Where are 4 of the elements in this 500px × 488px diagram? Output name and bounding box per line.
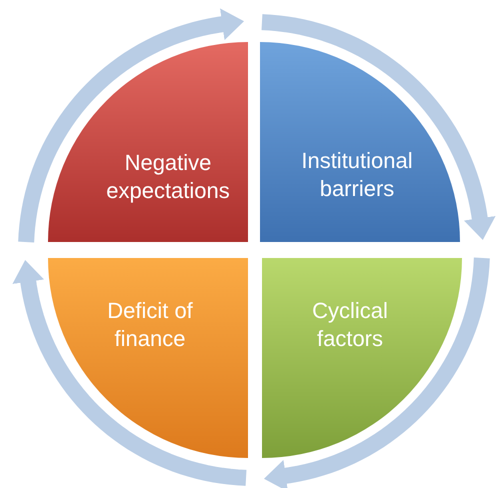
segment-label: Negative expectations <box>105 149 231 205</box>
segment-label: Cyclical factors <box>311 297 389 353</box>
segment-label: Deficit of finance <box>106 297 194 353</box>
segment-label: Institutional barriers <box>300 147 414 203</box>
